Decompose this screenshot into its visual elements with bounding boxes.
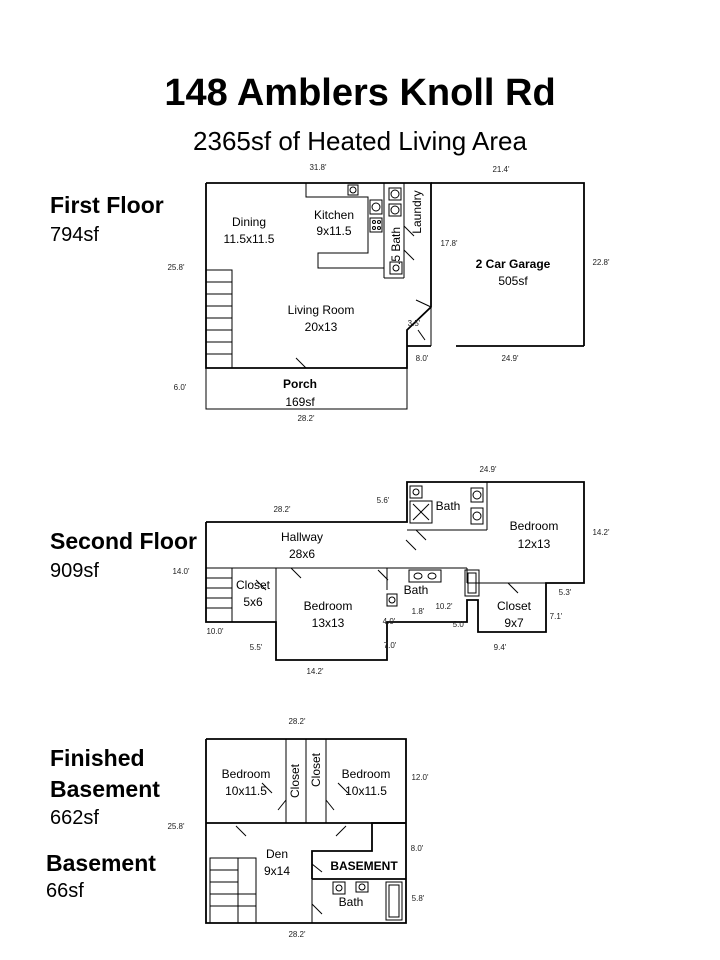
dim-label: 5.5' xyxy=(250,643,263,652)
kitchen-counter xyxy=(305,183,385,269)
dim-label: 5.3' xyxy=(559,588,572,597)
basement-unfinished-outline xyxy=(311,822,406,879)
dim-label: 9.4' xyxy=(494,643,507,652)
finished-basement-label-line2: Basement xyxy=(50,776,160,802)
second-floor-plan xyxy=(205,481,585,661)
hallway-size: 28x6 xyxy=(289,547,315,561)
porch-outline xyxy=(205,367,408,410)
dim-label: 28.2' xyxy=(288,930,306,939)
basement-bedroom-left-size: 10x11.5 xyxy=(225,784,267,798)
finished-basement-area: 662sf xyxy=(50,807,99,829)
bath-mid-name: Bath xyxy=(404,583,429,597)
basement-closet-a-name: Closet xyxy=(288,763,302,798)
living-room-name: Living Room xyxy=(288,303,355,317)
porch-size: 169sf xyxy=(285,395,315,409)
first-floor-plan xyxy=(205,182,585,410)
dim-label: 25.8' xyxy=(167,822,185,831)
dim-label: 24.9' xyxy=(479,465,497,474)
closet-right-name: Closet xyxy=(497,599,532,613)
dim-label: 14.0' xyxy=(172,567,190,576)
dim-label: 14.2' xyxy=(592,528,610,537)
garage-name: 2 Car Garage xyxy=(476,257,551,271)
dim-label: 8.0' xyxy=(416,354,429,363)
page-subtitle: 2365sf of Heated Living Area xyxy=(193,126,527,156)
bedroom-right-name: Bedroom xyxy=(510,519,559,533)
dim-label: 28.2' xyxy=(288,717,306,726)
basement-room-name: BASEMENT xyxy=(330,859,398,873)
basement-outline xyxy=(205,738,407,924)
half-bath-name: .5 Bath xyxy=(389,227,403,265)
dining-name: Dining xyxy=(232,215,266,229)
basement-bedroom-left-name: Bedroom xyxy=(222,767,271,781)
second-floor-outline xyxy=(205,481,585,661)
dim-label: 7.1' xyxy=(550,612,563,621)
dim-label: 17.8' xyxy=(440,239,458,248)
garage-outline xyxy=(431,182,585,346)
basement-bath-name: Bath xyxy=(339,895,364,909)
finished-basement-label-line1: Finished xyxy=(50,745,145,771)
dim-label: 21.4' xyxy=(492,165,510,174)
dim-label: 3.5' xyxy=(408,319,421,328)
basement-bedroom-right-name: Bedroom xyxy=(342,767,391,781)
kitchen-name: Kitchen xyxy=(314,208,354,222)
dim-label: 28.2' xyxy=(273,505,291,514)
basement-bedroom-right-size: 10x11.5 xyxy=(345,784,387,798)
dim-label: 22.8' xyxy=(592,258,610,267)
closet-right-size: 9x7 xyxy=(504,616,524,630)
garage-size: 505sf xyxy=(498,274,528,288)
dim-label: 7.0' xyxy=(384,641,397,650)
dim-label: 6.0' xyxy=(174,383,187,392)
bedroom-mid-size: 13x13 xyxy=(312,616,345,630)
basement-area: 66sf xyxy=(46,880,84,902)
dim-label: 5.6' xyxy=(377,496,390,505)
dim-label: 14.2' xyxy=(306,667,324,676)
basement-stairs xyxy=(209,857,257,924)
dim-label: 10.2' xyxy=(435,602,453,611)
living-room-size: 20x13 xyxy=(305,320,338,334)
second-floor-stairs xyxy=(205,567,233,623)
dining-size: 11.5x11.5 xyxy=(224,232,275,246)
second-floor-label: Second Floor xyxy=(50,528,197,554)
first-floor-dimensions: 31.8' 21.4' 25.8' 22.8' 17.8' 3.5' 8.0' … xyxy=(167,163,610,423)
dim-label: 28.2' xyxy=(297,414,315,423)
first-floor-area: 794sf xyxy=(50,224,99,246)
dim-label: 10.0' xyxy=(206,627,224,636)
basement-room-labels: Bedroom 10x11.5 Closet Closet Bedroom 10… xyxy=(222,752,399,909)
second-floor-room-labels: Bath Bedroom 12x13 Hallway 28x6 Closet 5… xyxy=(236,499,558,630)
dim-label: 8.0' xyxy=(411,844,424,853)
first-floor-label: First Floor xyxy=(50,192,164,218)
dim-label: 12.0' xyxy=(411,773,429,782)
den-name: Den xyxy=(266,847,288,861)
first-floor-room-labels: Dining 11.5x11.5 Kitchen 9x11.5 Laundry … xyxy=(224,190,551,409)
den-size: 9x14 xyxy=(264,864,290,878)
dim-label: 5.0' xyxy=(453,620,466,629)
page-title: 148 Amblers Knoll Rd xyxy=(164,72,556,114)
bedroom-right-size: 12x13 xyxy=(518,537,551,551)
closet-left-name: Closet xyxy=(236,578,271,592)
basement-dimensions: 28.2' 12.0' 25.8' 8.0' 5.8' 28.2' xyxy=(167,717,429,939)
dim-label: 25.8' xyxy=(167,263,185,272)
laundry-name: Laundry xyxy=(410,190,424,233)
closet-left-size: 5x6 xyxy=(243,595,263,609)
dim-label: 1.8' xyxy=(412,607,425,616)
bedroom-mid-name: Bedroom xyxy=(304,599,353,613)
porch-name: Porch xyxy=(283,377,317,391)
second-floor-dimensions: 24.9' 28.2' 5.6' 14.2' 14.0' 10.0' 5.5' … xyxy=(172,465,610,676)
second-floor-area: 909sf xyxy=(50,560,99,582)
first-floor-stairs xyxy=(205,269,233,369)
bath-top-name: Bath xyxy=(436,499,461,513)
kitchen-size: 9x11.5 xyxy=(316,224,351,238)
basement-plan xyxy=(205,738,407,924)
dim-label: 31.8' xyxy=(309,163,327,172)
basement-closet-b-name: Closet xyxy=(309,752,323,787)
basement-label: Basement xyxy=(46,850,156,876)
dim-label: 5.8' xyxy=(412,894,425,903)
dim-label: 24.9' xyxy=(501,354,519,363)
dim-label: 4.0' xyxy=(383,617,396,626)
hallway-name: Hallway xyxy=(281,530,323,544)
